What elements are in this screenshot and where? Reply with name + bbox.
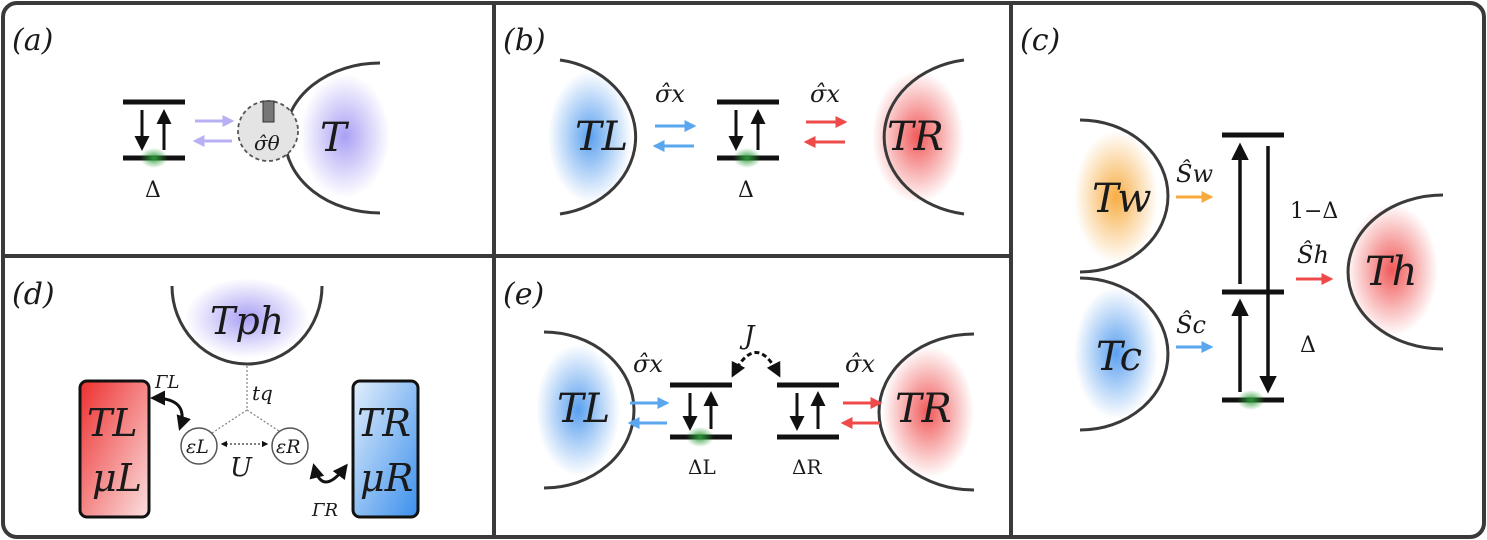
bath-label-ph-d: Tph [210, 299, 284, 343]
lead-left-temp-d: TL [87, 401, 138, 445]
population-dot-a [140, 148, 168, 168]
bath-glow-c-c [1074, 287, 1158, 419]
rate-arrow-right-d [309, 463, 348, 484]
panel-a: (a) T Δ σ̂θ [12, 23, 390, 215]
coupling-label-right-b: σ̂x [810, 80, 840, 108]
bath-glow-a [300, 74, 390, 198]
dot-label-right-d: εR [276, 436, 301, 458]
gap-label-right-e: ΔR [792, 455, 822, 479]
population-dot-e [686, 427, 714, 447]
exchange-label-e: J [739, 321, 756, 351]
coupling-label-left-e: σ̂x [633, 350, 663, 378]
lead-right-d [351, 379, 420, 519]
gap-label-b: Δ [738, 178, 754, 203]
panel-c: (c) Tw Tc Th Ŝw Ŝc Ŝh 1−Δ Δ [1020, 23, 1444, 432]
bath-boundary-left-e [543, 330, 636, 490]
bath-label-h-c: Th [1365, 249, 1417, 295]
bath-glow-h-c [1346, 204, 1438, 336]
bath-label-right-b: TR [887, 114, 944, 160]
panel-label-e: (e) [503, 277, 544, 312]
bath-glow-ph-d [185, 278, 309, 358]
rate-label-left-d: ΓL [154, 372, 179, 393]
bath-boundary-h-c [1346, 193, 1444, 351]
bath-label-a: T [320, 115, 350, 161]
dot-right-d [271, 427, 309, 465]
dot-left-d [180, 427, 218, 465]
bath-glow-right-e [882, 346, 974, 478]
demon-label-a: σ̂θ [254, 131, 280, 155]
panel-label-a: (a) [12, 23, 53, 58]
bath-label-w-c: Tw [1092, 176, 1152, 222]
rate-arrow-left-d [150, 390, 191, 431]
lead-left-mu-d: μL [92, 456, 142, 500]
panel-b: (b) TL TR σ̂x σ̂x Δ [503, 23, 965, 216]
operator-label-c-c: Ŝc [1176, 310, 1206, 339]
gap-label-bottom-c: Δ [1300, 333, 1316, 358]
bath-label-left-e: TL [557, 386, 610, 432]
bath-label-c-c: Tc [1096, 334, 1142, 380]
bath-boundary-right-b [882, 58, 965, 216]
panel-label-d: (d) [12, 277, 55, 312]
bath-boundary-c-c [1079, 276, 1170, 432]
bath-boundary-left-b [559, 58, 638, 216]
lead-right-temp-d: TR [357, 401, 411, 445]
hop-line-right-d [246, 409, 283, 434]
population-dot-c [1237, 390, 1265, 410]
operator-label-w-c: Ŝw [1176, 159, 1213, 188]
coupling-label-right-e: σ̂x [845, 350, 875, 378]
bath-boundary-right-e [877, 332, 975, 492]
panel-e: (e) TL TR σ̂x σ̂x ΔL ΔR J [503, 277, 975, 492]
bath-glow-w-c [1074, 131, 1158, 263]
bath-label-right-e: TR [895, 386, 952, 432]
hop-line-left-d [211, 409, 248, 434]
panel-label-c: (c) [1020, 23, 1060, 58]
bath-boundary-w-c [1079, 118, 1170, 274]
hopping-label-d: tq [252, 381, 273, 405]
dot-label-left-d: εL [186, 436, 209, 458]
bath-glow-left-e [536, 344, 620, 476]
panel-label-b: (b) [503, 23, 546, 58]
rate-label-right-d: ΓR [311, 500, 338, 521]
population-dot-b [733, 148, 761, 168]
gap-label-left-e: ΔL [688, 455, 716, 479]
operator-label-h-c: Ŝh [1297, 240, 1329, 269]
interaction-label-d: U [230, 453, 253, 483]
bath-glow-left-b [548, 71, 632, 203]
bath-glow-right-b [872, 71, 964, 203]
coupling-label-left-b: σ̂x [655, 80, 685, 108]
gap-label-a: Δ [145, 178, 161, 203]
exchange-arrow-e [731, 351, 781, 378]
bath-boundary-ph-d [170, 285, 324, 366]
lead-left-d [78, 379, 151, 519]
panel-d: (d) Tph tq εL εR U TL μL TR μR ΓL ΓR [12, 277, 420, 521]
demon-pointer-a [262, 100, 275, 123]
gap-label-top-c: 1−Δ [1290, 199, 1338, 224]
lead-right-mu-d: μR [360, 456, 413, 500]
bath-label-left-b: TL [575, 114, 628, 160]
